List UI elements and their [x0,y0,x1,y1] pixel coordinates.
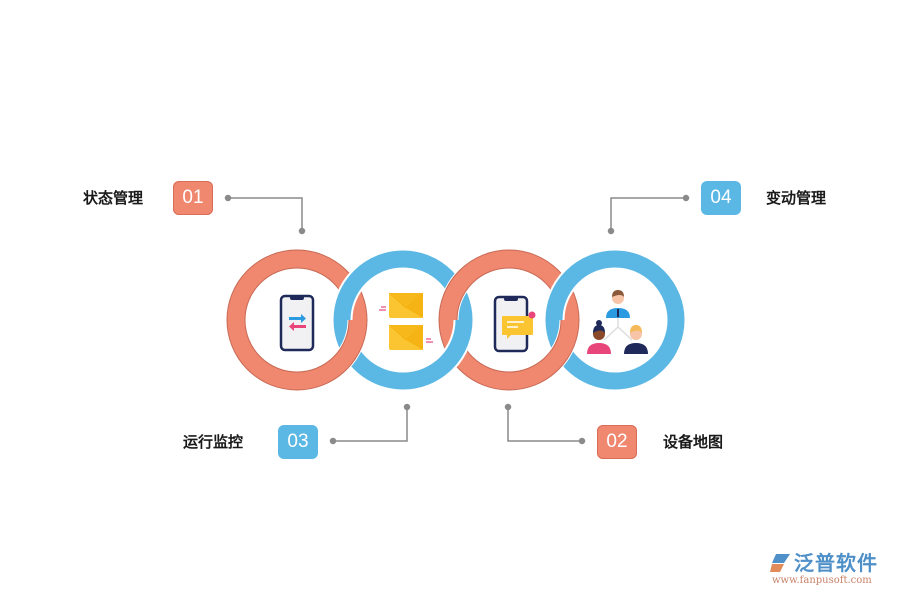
badge-02: 02 [597,425,637,459]
brand-logo: 泛普软件 www.fanpusoft.com [770,551,895,591]
team-hierarchy-icon [587,290,648,354]
label-02: 设备地图 [663,433,724,451]
ring-04 [543,248,687,392]
connector-03 [329,403,411,445]
badge-01: 01 [173,181,213,215]
logo-mark-icon [770,554,790,572]
label-01: 状态管理 [83,189,144,207]
connector-04 [607,194,690,235]
label-04: 变动管理 [766,189,827,207]
phone-transfer-icon [279,294,315,352]
label-03: 运行监控 [183,433,244,451]
badge-03: 03 [278,425,318,459]
envelopes-icon [379,292,433,350]
logo-url: www.fanpusoft.com [772,575,872,586]
connector-02 [504,403,586,445]
connector-01 [224,194,306,235]
phone-message-icon [493,295,536,353]
logo-name: 泛普软件 [794,551,878,575]
badge-04: 04 [701,181,741,215]
